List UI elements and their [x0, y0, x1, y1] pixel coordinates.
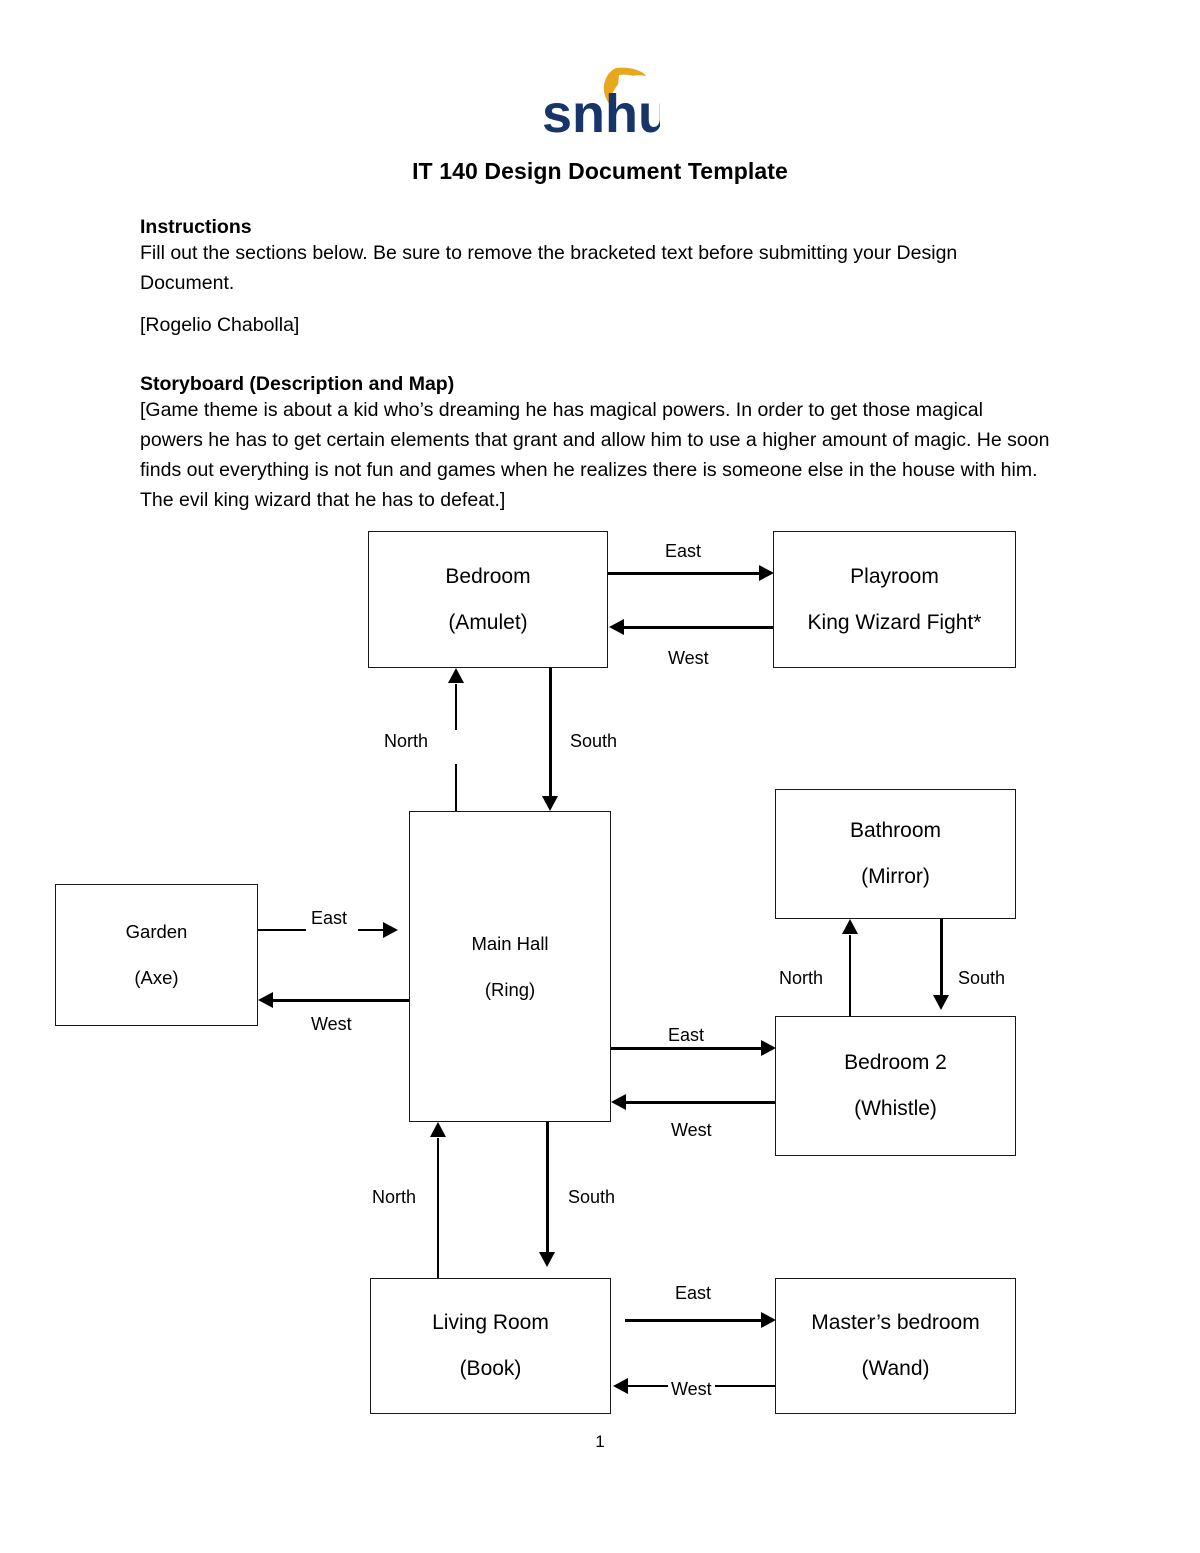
edge-arrow-livingroom-north-mainhall: [430, 1122, 446, 1137]
room-item: King Wizard Fight*: [807, 610, 982, 634]
edge-arrow-garden-east-mainhall: [383, 922, 398, 938]
edge-line-bedroom-south-mainhall: [549, 668, 552, 800]
edge-arrow-mainhall-east-bedroom2: [761, 1040, 776, 1056]
edge-line-bedroom2-north-bathroom: [849, 935, 852, 1017]
snhu-logo: snhu: [540, 62, 671, 144]
edge-line-mainhall-north-bedroom-upper: [455, 684, 458, 730]
room-item: (Ring): [484, 978, 536, 1000]
room-item: (Book): [459, 1357, 522, 1380]
edge-label-south-bathroom-bedroom2: South: [955, 968, 1009, 988]
room-node-garden: Garden (Axe): [55, 884, 258, 1026]
edge-line-livingroom-east-masters: [625, 1319, 763, 1322]
room-name: Playroom: [850, 564, 939, 588]
room-item: (Whistle): [854, 1097, 937, 1120]
edge-label-west-playroom-bedroom: West: [665, 648, 712, 668]
edge-label-south-mainhall-livingroom: South: [565, 1187, 619, 1207]
snhu-logo-svg: snhu: [542, 67, 671, 144]
page-title: IT 140 Design Document Template: [412, 158, 788, 184]
edge-label-north-bedroom2-bathroom: North: [776, 968, 827, 988]
edge-arrow-playroom-west-bedroom: [609, 619, 624, 635]
storyboard-heading: Storyboard (Description and Map): [140, 373, 455, 395]
edge-line-bedroom2-west-mainhall: [626, 1101, 776, 1104]
room-item: (Wand): [861, 1357, 930, 1380]
room-node-living-room: Living Room (Book): [370, 1278, 611, 1414]
edge-arrow-livingroom-east-masters: [761, 1312, 776, 1328]
edge-line-bathroom-south-bedroom2: [940, 919, 943, 999]
room-node-bedroom: Bedroom (Amulet): [368, 531, 608, 668]
edge-arrow-mainhall-west-garden: [258, 992, 273, 1008]
edge-arrow-bedroom-south-mainhall: [542, 796, 558, 811]
room-node-playroom: Playroom King Wizard Fight*: [773, 531, 1016, 668]
edge-label-south-bedroom-mainhall: South: [567, 731, 621, 751]
edge-line-garden-east-mainhall-left: [258, 929, 306, 931]
edge-line-mainhall-north-bedroom-lower: [455, 764, 458, 812]
room-name: Living Room: [432, 1311, 549, 1334]
room-node-masters-bedroom: Master’s bedroom (Wand): [775, 1278, 1016, 1414]
edge-line-livingroom-north-mainhall: [437, 1138, 440, 1280]
edge-label-west-masters-livingroom: West: [668, 1379, 715, 1399]
snhu-wordmark: snhu: [542, 84, 660, 140]
room-node-main-hall: Main Hall (Ring): [409, 811, 611, 1122]
room-name: Bedroom 2: [844, 1051, 947, 1074]
edge-label-east-garden-mainhall: East: [308, 908, 351, 928]
edge-arrow-bathroom-south-bedroom2: [933, 995, 949, 1010]
edge-arrow-bedroom-east-playroom: [759, 565, 774, 581]
edge-label-east-livingroom-masters: East: [672, 1283, 715, 1303]
storyboard-body: [Game theme is about a kid who’s dreamin…: [140, 399, 1050, 511]
edge-line-bedroom-east-playroom: [608, 572, 760, 575]
edge-label-north-mainhall-bedroom: North: [381, 731, 432, 751]
room-name: Main Hall: [471, 932, 549, 954]
edge-label-north-livingroom-mainhall: North: [369, 1187, 420, 1207]
room-node-bedroom-2: Bedroom 2 (Whistle): [775, 1016, 1016, 1156]
room-name: Garden: [125, 921, 188, 942]
room-item: (Mirror): [861, 865, 930, 888]
edge-arrow-bedroom2-north-bathroom: [842, 919, 858, 934]
flame-shape: [603, 67, 646, 105]
edge-line-mainhall-east-bedroom2: [611, 1047, 763, 1050]
edge-arrow-mainhall-south-livingroom: [539, 1252, 555, 1267]
edge-line-mainhall-west-garden: [273, 999, 411, 1002]
room-name: Master’s bedroom: [811, 1311, 980, 1334]
author-line: [Rogelio Chabolla]: [140, 314, 300, 336]
edge-label-east-mainhall-bedroom2: East: [665, 1025, 708, 1045]
edge-arrow-bedroom2-west-mainhall: [611, 1094, 626, 1110]
edge-line-garden-east-mainhall-right: [358, 929, 384, 931]
flame-highlight: [618, 74, 636, 85]
instructions-heading: Instructions: [140, 216, 252, 238]
room-name: Bathroom: [849, 819, 942, 842]
page-number: 1: [595, 1432, 605, 1451]
edge-line-mainhall-south-livingroom: [546, 1122, 549, 1256]
room-item: (Amulet): [448, 610, 528, 634]
instructions-body: Fill out the sections below. Be sure to …: [140, 242, 958, 294]
room-item: (Axe): [134, 967, 179, 988]
edge-label-east-bedroom-playroom: East: [662, 541, 705, 561]
room-node-bathroom: Bathroom (Mirror): [775, 789, 1016, 919]
edge-line-playroom-west-bedroom: [624, 626, 774, 629]
edge-arrow-masters-west-livingroom: [613, 1378, 628, 1394]
edge-label-west-bedroom2-mainhall: West: [668, 1120, 715, 1140]
room-name: Bedroom: [445, 564, 531, 588]
edge-label-west-mainhall-garden: West: [308, 1014, 355, 1034]
edge-arrow-mainhall-north-bedroom: [448, 668, 464, 683]
